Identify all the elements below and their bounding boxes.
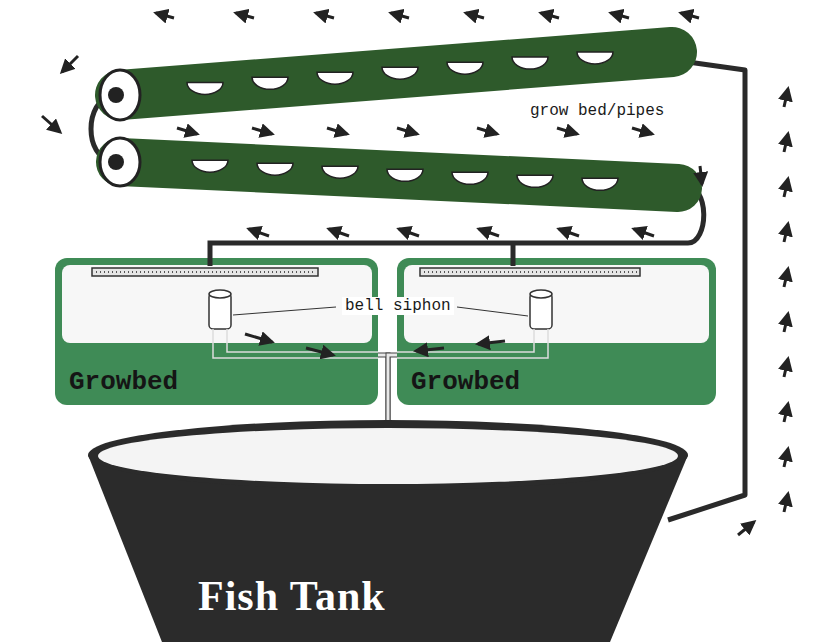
flow-arrow [177,128,197,134]
flow-arrow [397,128,417,134]
flow-arrow [559,229,579,236]
flow-arrow [784,269,788,287]
flow-arrow [252,128,272,134]
flow-arrow [156,13,174,18]
net-pot-hole [192,160,228,172]
flow-arrow [477,128,497,134]
net-pot-hole [382,67,418,79]
flow-arrow [327,128,347,134]
bell-siphon [530,290,552,298]
growbed-frame [397,258,716,405]
fish-tank: Fish Tank [88,420,688,642]
net-pot-hole [322,166,358,178]
flow-arrow [784,179,788,197]
flow-arrow [245,334,272,342]
net-pot-hole [317,72,353,84]
net-pot-hole [187,82,223,94]
flow-arrow [784,359,788,377]
spray-bar [420,268,640,276]
flow-arrow [784,224,788,242]
grow-pipe [120,52,672,95]
flow-arrow [541,13,559,18]
net-pot-hole [577,52,613,64]
flow-arrow [632,128,652,134]
flow-arrow [399,229,419,236]
flow-arrow [784,494,788,512]
growbed-frame [55,258,378,405]
flow-arrow [478,341,505,344]
net-pot-hole [517,175,553,187]
leader-line [233,307,336,315]
bell-siphon [209,290,231,298]
flow-arrows [42,13,788,535]
flow-arrow [784,314,788,332]
flow-arrow [784,404,788,422]
flow-arrow [62,56,78,72]
tank-label: Fish Tank [198,572,386,620]
net-pot-hole [447,62,483,74]
drain-pipe [213,329,378,358]
net-pot-hole [512,57,548,69]
part-label: grow bed/pipes [527,102,667,120]
growbed-media [62,265,372,343]
flow-arrow [391,13,409,18]
flow-arrow [611,13,629,18]
tank-outline [88,420,688,642]
flow-arrow [784,449,788,467]
flow-arrow [236,13,254,18]
flow-arrow [700,166,702,184]
growbed-box: Growbed [55,258,378,405]
flow-arrow [466,13,484,18]
pipe-end-cap [100,138,140,186]
pipe-end-cap [108,154,124,170]
flow-arrow [784,134,788,152]
net-pot-hole [452,172,488,184]
net-pot-holes [187,52,618,190]
net-pot-hole [252,77,288,89]
pipe-end-cap [100,70,140,120]
net-pot-hole [257,163,293,175]
spray-holes [424,271,637,273]
flow-arrow [329,229,349,236]
drain-pipe [397,329,548,358]
flow-arrow [416,348,444,351]
flow-arrow [738,522,754,535]
growbed-label: Growbed [69,367,178,397]
flow-arrow [249,229,269,236]
growbed-box: Growbed [397,258,716,405]
spray-bar [92,268,318,276]
net-pot-hole [582,178,618,190]
flow-arrow [557,128,577,134]
leader-line [457,307,528,316]
spray-holes [96,271,315,273]
flow-arrow [316,13,334,18]
pipe-end-cap [108,87,124,103]
flow-arrow [479,229,499,236]
flow-arrow [681,13,699,18]
net-pot-hole [387,169,423,181]
growbed-label: Growbed [411,367,520,397]
flow-arrow [42,116,60,132]
flow-arrow [784,89,788,107]
flow-arrow [306,348,333,355]
callout-label: bell siphon [342,297,454,315]
flow-arrow [634,229,654,236]
